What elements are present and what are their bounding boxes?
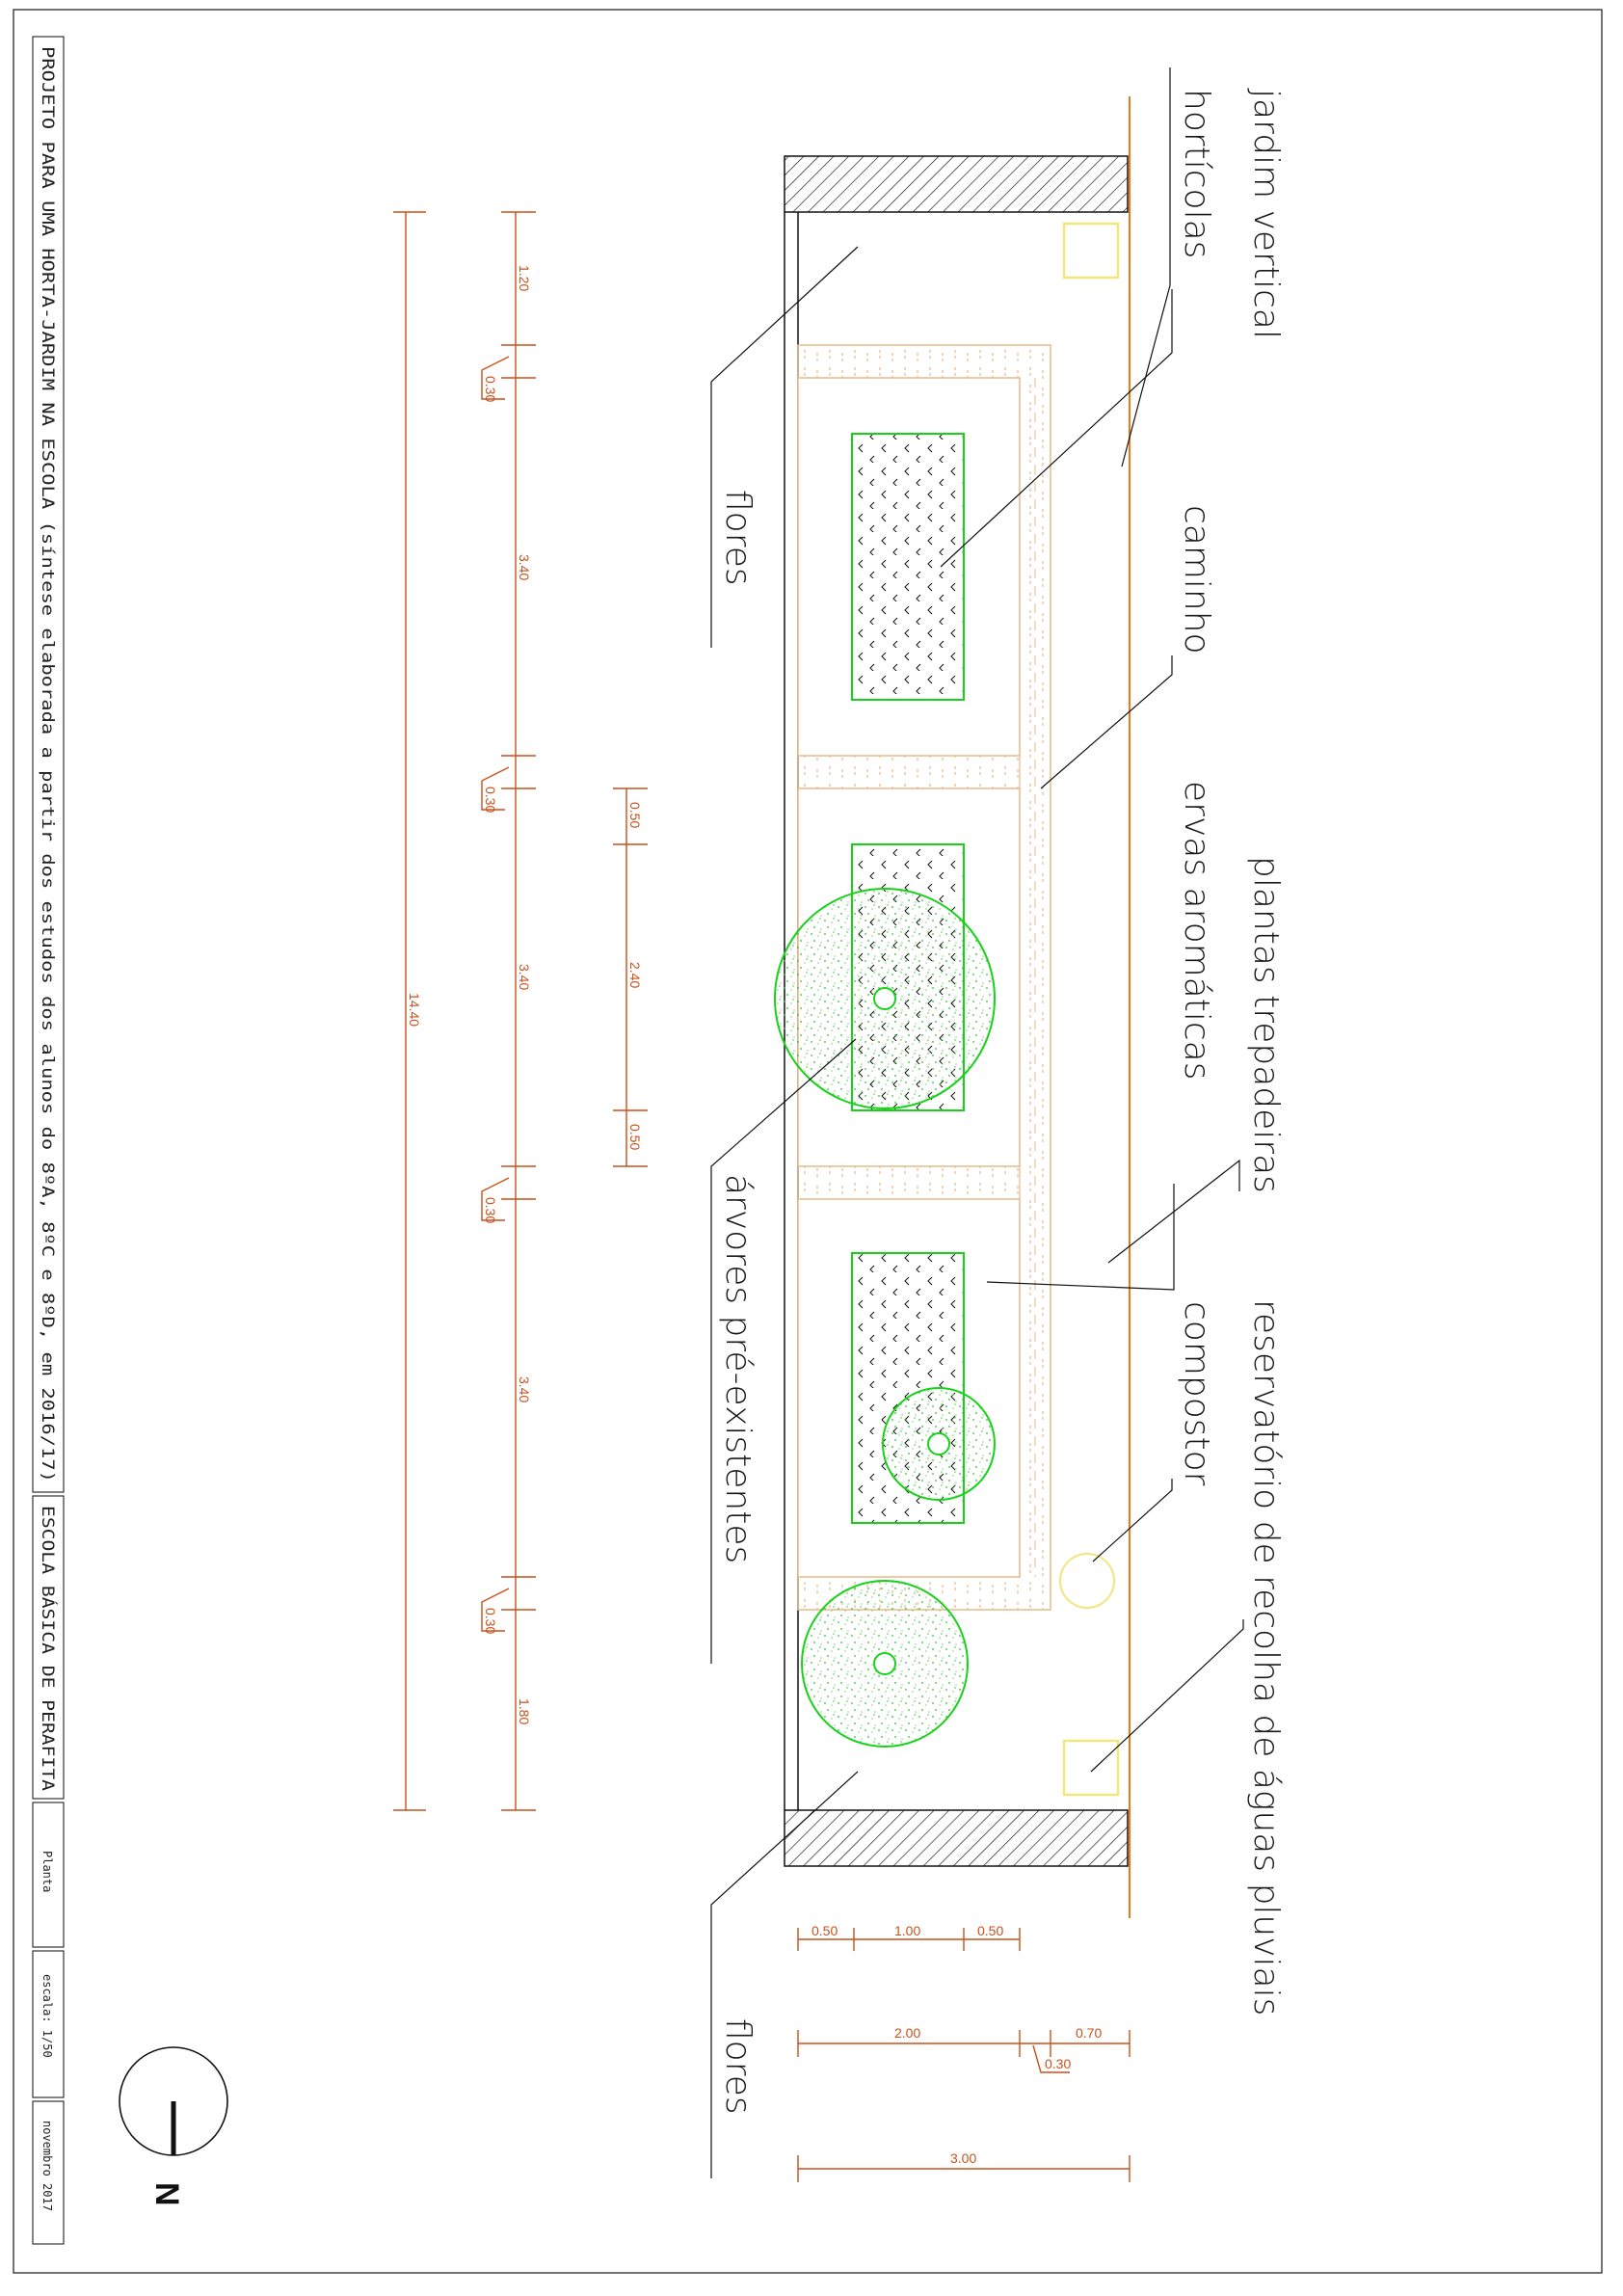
title-project: PROJETO PARA UMA HORTA-JARDIM NA ESCOLA … bbox=[38, 46, 57, 1482]
dim-inner-a: 0.50 bbox=[627, 802, 643, 828]
garden-strip bbox=[774, 96, 1131, 1918]
dim-gap1: 0.30 bbox=[483, 376, 498, 402]
label-caminho: caminho bbox=[1177, 505, 1216, 654]
plan-labels: jardim vertical hortícolas flores caminh… bbox=[718, 88, 1286, 2115]
dim-w5: 0.70 bbox=[1076, 2025, 1102, 2041]
north-label: N bbox=[148, 2182, 185, 2206]
brick-path bbox=[798, 345, 1051, 1610]
dimension-chains bbox=[393, 211, 648, 1811]
bottom-dimension-labels: 0.50 1.00 0.50 2.00 0.70 0.30 3.00 bbox=[812, 1923, 1102, 2166]
title-date: novembro 2017 bbox=[40, 2121, 54, 2211]
label-jardim-vertical: jardim vertical bbox=[1246, 88, 1286, 339]
dim-gap2: 0.30 bbox=[483, 787, 498, 813]
dim-inner-b: 2.40 bbox=[627, 962, 643, 988]
dim-seg4: 3.40 bbox=[517, 1376, 532, 1402]
title-school: ESCOLA BÁSICA DE PERAFITA bbox=[38, 1506, 59, 1791]
tree-large bbox=[774, 888, 996, 1109]
dim-seg3: 3.40 bbox=[517, 964, 532, 990]
water-tank-bottom bbox=[1062, 1739, 1120, 1797]
dimension-labels: 14.40 1.20 0.30 3.40 0.30 3.40 0.30 3.40… bbox=[407, 265, 643, 1724]
label-compostor: compostor bbox=[1177, 1301, 1216, 1486]
title-block: PROJETO PARA UMA HORTA-JARDIM NA ESCOLA … bbox=[32, 36, 65, 2245]
dim-gap3: 0.30 bbox=[483, 1197, 498, 1223]
tree-small bbox=[882, 1387, 996, 1501]
label-flores-bottom: flores bbox=[718, 2018, 758, 2115]
composter-bin bbox=[1059, 1553, 1115, 1609]
label-ervas: ervas aromáticas bbox=[1177, 781, 1216, 1080]
dim-w3: 0.50 bbox=[977, 1923, 1003, 1938]
dim-seg2: 3.40 bbox=[517, 554, 532, 580]
title-sheet: Planta bbox=[40, 1851, 54, 1892]
wall-top bbox=[784, 155, 1129, 213]
dim-w4: 2.00 bbox=[894, 2025, 920, 2041]
label-horticolas: hortícolas bbox=[1177, 89, 1216, 258]
label-arvores: árvores pré-existentes bbox=[718, 1174, 758, 1563]
wall-bottom bbox=[784, 1809, 1129, 1867]
dim-w6: 0.30 bbox=[1045, 2056, 1071, 2071]
tree-bottom bbox=[801, 1580, 969, 1748]
dim-seg1: 1.20 bbox=[517, 265, 532, 291]
bottom-dimensions bbox=[797, 1928, 1131, 2182]
horticolas-zone bbox=[851, 433, 965, 701]
dim-total: 14.40 bbox=[407, 993, 422, 1027]
label-trepadeiras: plantas trepadeiras bbox=[1246, 856, 1286, 1193]
leader-lines bbox=[710, 67, 1244, 2178]
dim-gap4: 0.30 bbox=[483, 1608, 498, 1634]
dim-seg5: 1.80 bbox=[517, 1698, 532, 1724]
dim-inner-c: 0.50 bbox=[627, 1124, 643, 1150]
sheet-border bbox=[13, 9, 1603, 2274]
title-scale: escala: 1/50 bbox=[40, 1974, 54, 2058]
water-tank-top bbox=[1062, 222, 1120, 280]
dim-w2: 1.00 bbox=[894, 1923, 920, 1938]
label-reservatorio: reservatório de recolha de águas pluviai… bbox=[1246, 1299, 1286, 2016]
north-arrow: N bbox=[119, 2046, 228, 2206]
label-flores-top: flores bbox=[718, 490, 758, 586]
dim-w1: 0.50 bbox=[812, 1923, 838, 1938]
dim-w7: 3.00 bbox=[950, 2150, 976, 2166]
